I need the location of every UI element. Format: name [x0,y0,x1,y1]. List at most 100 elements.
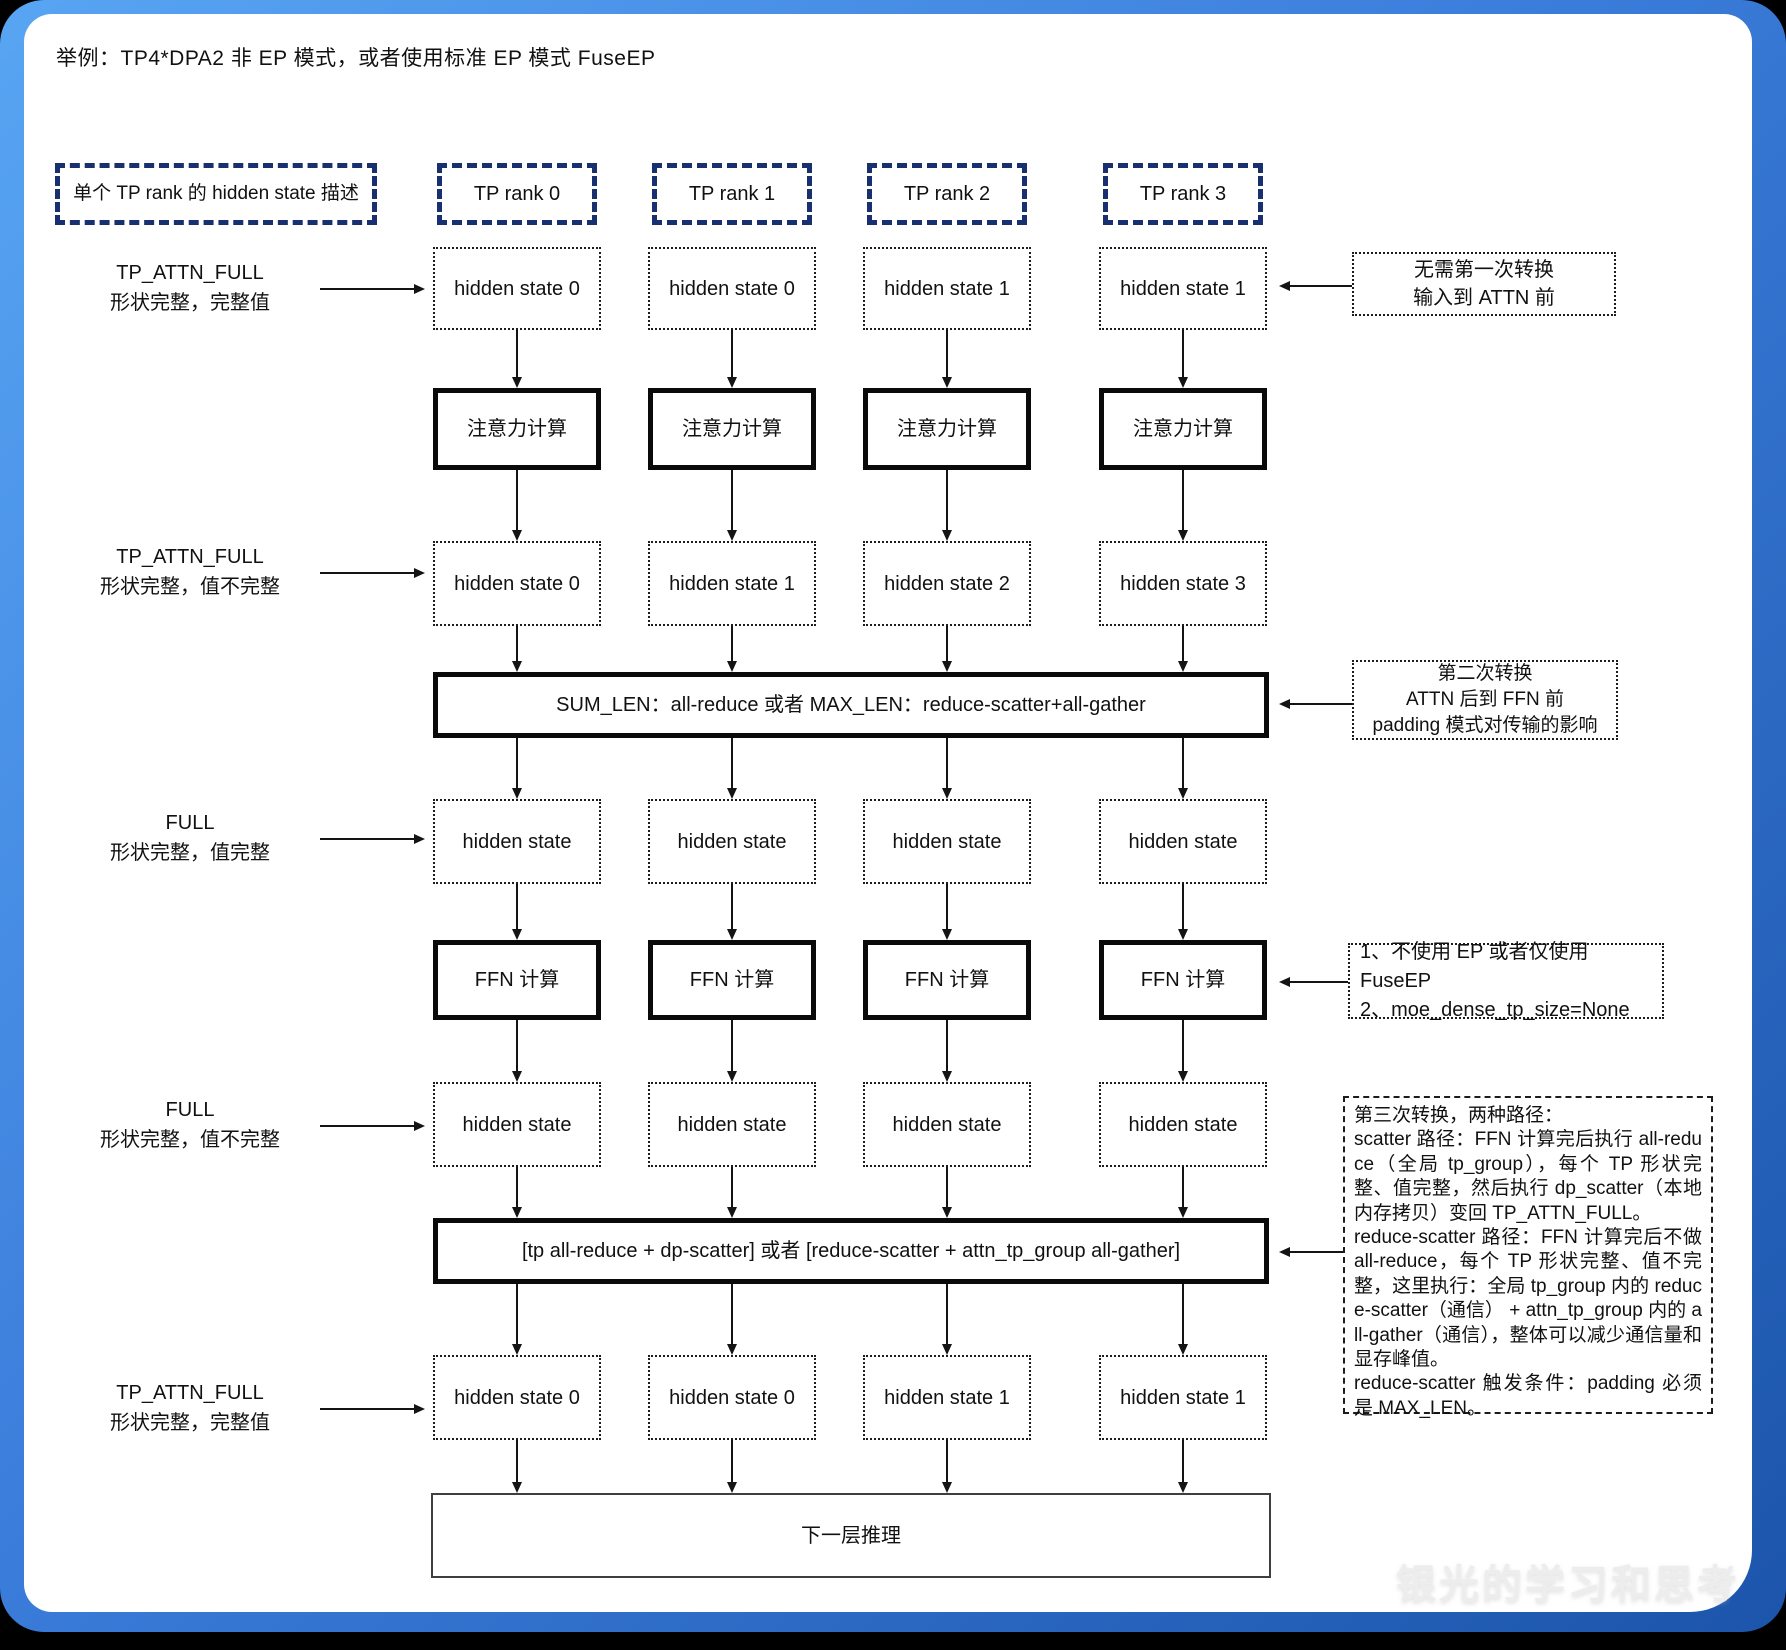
state-desc: 形状完整，值完整 [110,842,270,864]
attention-box: 注意力计算 [1099,388,1267,470]
flow-arrow-down [942,1440,952,1493]
left-label-2: TP_ATTN_FULL 形状完整，值不完整 [40,542,340,602]
flow-arrow-down [942,626,952,672]
flow-arrow-down [942,884,952,940]
note-third-conversion: 第三次转换，两种路径： scatter 路径：FFN 计算完后执行 all-re… [1343,1096,1713,1419]
note-line: 2、moe_dense_tp_size=None [1360,998,1630,1021]
flow-arrow-down [512,738,522,799]
flow-arrow-down [512,1284,522,1355]
hidden-state-box: hidden state [863,1082,1031,1167]
flow-arrow-down [942,330,952,388]
ffn-box: FFN 计算 [433,940,601,1020]
note-first-conversion: 无需第一次转换 输入到 ATTN 前 [1352,252,1616,316]
flow-arrow-down [512,884,522,940]
state-desc: 形状完整，完整值 [110,1412,270,1434]
flow-arrow-down [512,1020,522,1082]
state-type: TP_ATTN_FULL [116,262,264,284]
page-title: 举例：TP4*DPA2 非 EP 模式，或者使用标准 EP 模式 FuseEP [56,47,656,70]
hidden-state-box: hidden state 1 [863,247,1031,330]
hidden-state-box: hidden state [1099,799,1267,884]
flow-arrow-down [1178,626,1188,672]
flow-arrow-down [727,738,737,799]
flow-arrow-down [942,1284,952,1355]
flow-arrow-down [512,1167,522,1218]
watermark: 银光的学习和思考 [1396,1563,1740,1607]
hidden-state-box: hidden state 1 [1099,247,1267,330]
comm-box-allreduce: SUM_LEN：all-reduce 或者 MAX_LEN：reduce-sca… [433,672,1269,738]
hidden-state-box: hidden state 1 [648,541,816,626]
flow-arrow-down [512,330,522,388]
flow-arrow-down [512,470,522,541]
tp-rank-0-box: TP rank 0 [437,163,597,225]
state-type: FULL [165,812,215,834]
flow-arrow-down [1178,1284,1188,1355]
label-arrow-right [320,568,425,578]
note-line: 1、不使用 EP 或者仅使用 FuseEP [1360,940,1589,992]
note-arrow-left [1279,977,1348,987]
left-label-1: TP_ATTN_FULL 形状完整，完整值 [40,258,340,318]
hidden-state-box: hidden state 0 [433,1355,601,1440]
note-second-conversion: 第二次转换 ATTN 后到 FFN 前 padding 模式对传输的影响 [1352,660,1618,740]
flow-arrow-down [1178,470,1188,541]
flow-arrow-down [727,330,737,388]
note-line: 输入到 ATTN 前 [1413,287,1555,309]
hidden-state-box: hidden state [1099,1082,1267,1167]
flow-arrow-down [727,1440,737,1493]
state-type: TP_ATTN_FULL [116,1382,264,1404]
label-arrow-right [320,834,425,844]
label-arrow-right [320,284,425,294]
hidden-state-box: hidden state 1 [863,1355,1031,1440]
state-type: FULL [165,1099,215,1121]
flow-arrow-down [1178,1167,1188,1218]
hidden-state-box: hidden state [648,799,816,884]
flow-arrow-down [1178,738,1188,799]
tp-rank-2-box: TP rank 2 [867,163,1027,225]
flow-arrow-down [1178,884,1188,940]
tp-rank-1-box: TP rank 1 [652,163,812,225]
flow-arrow-down [727,1020,737,1082]
label-arrow-right [320,1404,425,1414]
comm-box-scatter: [tp all-reduce + dp-scatter] 或者 [reduce-… [433,1218,1269,1284]
attention-box: 注意力计算 [863,388,1031,470]
hidden-state-box: hidden state 0 [433,247,601,330]
hidden-state-box: hidden state [648,1082,816,1167]
note-arrow-left [1279,281,1352,291]
flow-arrow-down [727,470,737,541]
note-arrow-left [1279,699,1352,709]
next-layer-box: 下一层推理 [431,1493,1271,1578]
flow-arrow-down [942,1020,952,1082]
flow-arrow-down [1178,1440,1188,1493]
flow-arrow-down [942,1167,952,1218]
label-arrow-right [320,1121,425,1131]
attention-box: 注意力计算 [648,388,816,470]
note-line: ATTN 后到 FFN 前 [1406,689,1564,710]
attention-box: 注意力计算 [433,388,601,470]
flow-arrow-down [512,626,522,672]
note-line: padding 模式对传输的影响 [1372,715,1598,736]
state-desc: 形状完整，完整值 [110,292,270,314]
state-desc: 形状完整，值不完整 [100,576,280,598]
hidden-state-box: hidden state [863,799,1031,884]
header-desc-box: 单个 TP rank 的 hidden state 描述 [55,163,377,225]
ffn-box: FFN 计算 [648,940,816,1020]
left-label-3: FULL 形状完整，值完整 [40,808,340,868]
hidden-state-box: hidden state 3 [1099,541,1267,626]
left-label-5: TP_ATTN_FULL 形状完整，完整值 [40,1378,340,1438]
flow-arrow-down [512,1440,522,1493]
note-line: 无需第一次转换 [1414,259,1554,281]
hidden-state-box: hidden state 1 [1099,1355,1267,1440]
flow-arrow-down [1178,330,1188,388]
tp-rank-3-box: TP rank 3 [1103,163,1263,225]
hidden-state-box: hidden state 0 [648,1355,816,1440]
flow-arrow-down [942,738,952,799]
flow-arrow-down [727,1284,737,1355]
flow-arrow-down [1178,1020,1188,1082]
note-line: 第二次转换 [1437,663,1533,684]
state-type: TP_ATTN_FULL [116,546,264,568]
hidden-state-box: hidden state [433,799,601,884]
state-desc: 形状完整，值不完整 [100,1129,280,1151]
flow-arrow-down [727,884,737,940]
hidden-state-box: hidden state 2 [863,541,1031,626]
flow-arrow-down [727,626,737,672]
